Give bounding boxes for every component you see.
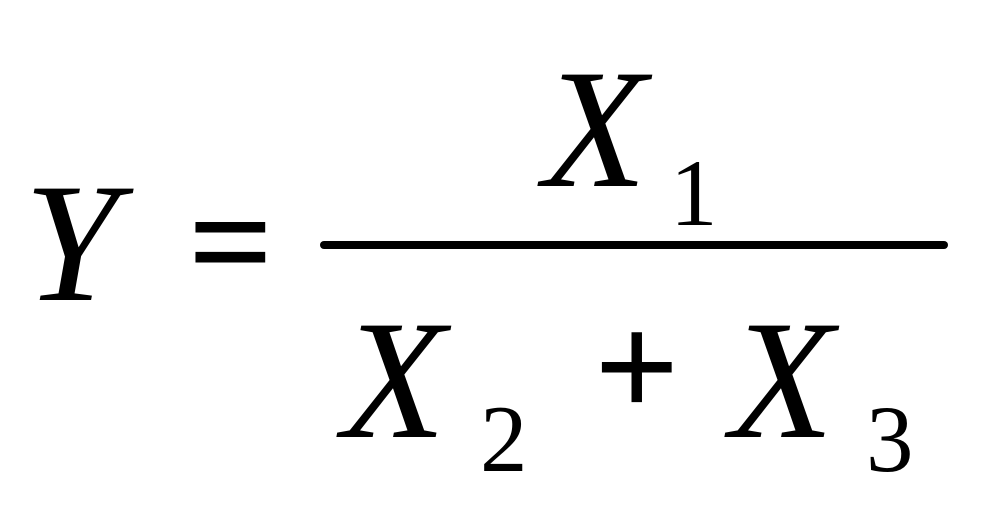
denominator-subscript-second: 3	[866, 386, 914, 492]
numerator-variable-x: X	[543, 35, 647, 223]
lhs-variable-y: Y	[24, 149, 119, 337]
denominator-subscript-first: 2	[480, 386, 528, 492]
plus-sign: +	[594, 284, 680, 450]
fraction-bar	[320, 241, 948, 249]
denominator-variable-x-first: X	[342, 286, 446, 474]
equals-sign: =	[188, 159, 274, 325]
numerator-subscript: 1	[670, 140, 718, 246]
denominator-variable-x-second: X	[730, 286, 834, 474]
